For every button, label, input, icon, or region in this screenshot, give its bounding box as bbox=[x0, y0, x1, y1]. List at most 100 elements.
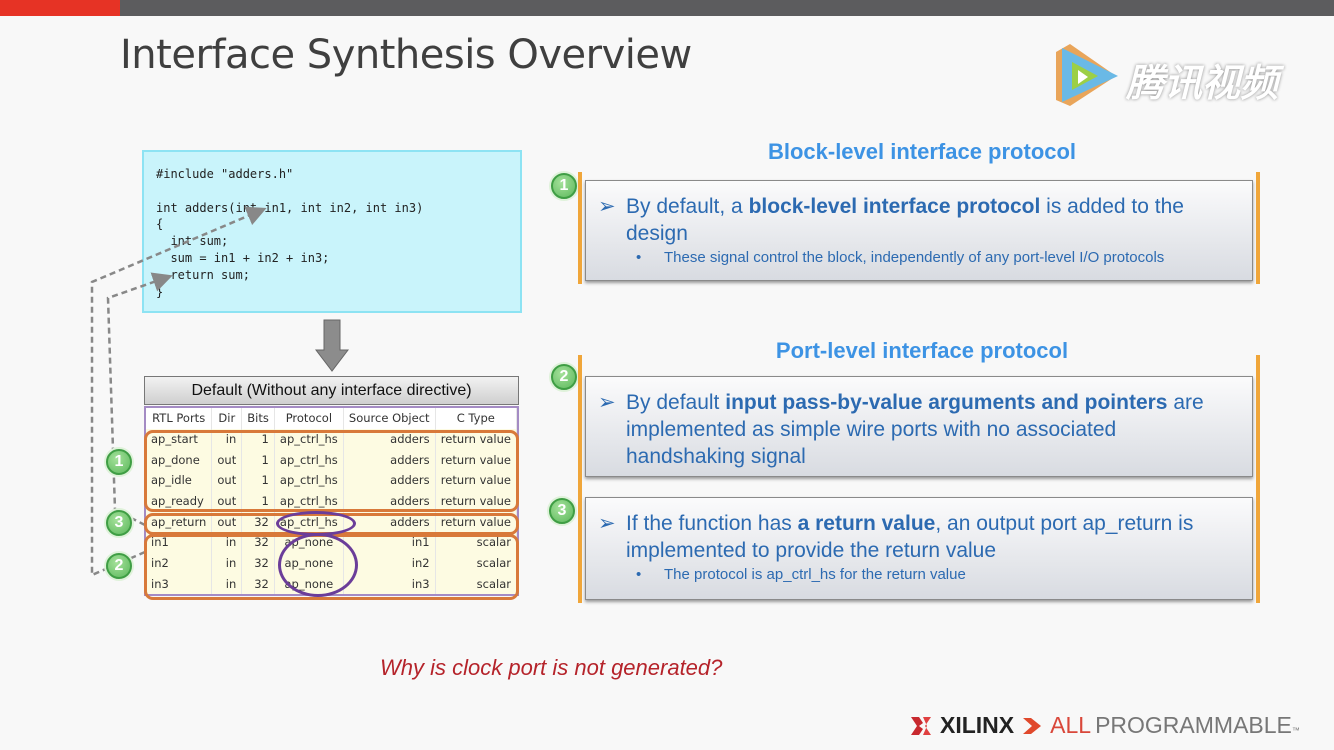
top-bar bbox=[0, 0, 1334, 16]
col-source-object: Source Object bbox=[343, 408, 436, 429]
table-cell: in2 bbox=[343, 552, 436, 574]
table-cell: out bbox=[211, 470, 243, 491]
table-cell: 32 bbox=[241, 532, 275, 553]
table-cell: in2 bbox=[146, 552, 213, 574]
col-c-type: C Type bbox=[435, 408, 518, 429]
table-cell: adders bbox=[343, 470, 436, 491]
text-bold: block-level interface protocol bbox=[748, 195, 1041, 218]
text: is added to the design bbox=[626, 195, 1184, 245]
marker-3: 3 bbox=[549, 498, 575, 524]
text: By default bbox=[626, 391, 726, 414]
table-cell: in bbox=[211, 552, 243, 574]
sub-bullet: The protocol is ap_ctrl_hs for the retur… bbox=[664, 566, 966, 583]
watermark-logo: 腾讯视频 bbox=[1048, 40, 1298, 110]
trademark: ™ bbox=[1291, 726, 1300, 735]
port-level-heading: Port-level interface protocol bbox=[775, 338, 1069, 363]
col-dir: Dir bbox=[211, 408, 243, 429]
table-cell: 32 bbox=[241, 511, 275, 533]
marker-3: 3 bbox=[106, 510, 132, 536]
table-cell: return value bbox=[435, 470, 518, 491]
port-level-box-2: ➢ If the function has a return value, an … bbox=[585, 497, 1253, 600]
text: are implemented as simple wire ports wit… bbox=[626, 391, 1204, 468]
table-cell: ap_idle bbox=[146, 470, 213, 491]
table-cell: 1 bbox=[241, 428, 275, 450]
table-cell: scalar bbox=[435, 552, 518, 574]
table-cell: return value bbox=[435, 511, 518, 533]
table-cell: ap_return bbox=[146, 511, 213, 533]
block-level-heading: Block-level interface protocol bbox=[767, 139, 1077, 164]
table-cell: ap_start bbox=[146, 428, 213, 450]
arrow-bullet-icon: ➢ bbox=[598, 195, 616, 218]
col-protocol: Protocol bbox=[274, 408, 344, 429]
col-bits: Bits bbox=[241, 408, 275, 429]
marker-2: 2 bbox=[106, 553, 132, 579]
arrow-bullet-icon: ➢ bbox=[598, 512, 616, 535]
top-bar-accent bbox=[0, 0, 120, 16]
dashed-connector-arrows bbox=[90, 206, 267, 577]
marker-2: 2 bbox=[551, 364, 577, 390]
table-header-row: RTL Ports Dir Bits Protocol Source Objec… bbox=[146, 408, 518, 429]
table-cell: return value bbox=[435, 428, 518, 450]
marker-1: 1 bbox=[551, 173, 577, 199]
table-cell: ap_ctrl_hs bbox=[274, 428, 344, 450]
group-block-level bbox=[144, 430, 519, 512]
table-cell: in1 bbox=[343, 532, 436, 553]
table-cell: adders bbox=[343, 511, 436, 533]
text-bold: input pass-by-value arguments and pointe… bbox=[725, 391, 1168, 414]
chevron-icon bbox=[1023, 717, 1042, 734]
watermark-text: 腾讯视频 bbox=[1126, 63, 1279, 105]
xilinx-footer-logo: XILINX ALL PROGRAMMABLE ™ bbox=[910, 712, 1300, 739]
text: , an output port ap_return is implemente… bbox=[626, 512, 1194, 562]
table-cell: in bbox=[211, 573, 243, 595]
table-cell: in1 bbox=[146, 532, 213, 553]
table-cell: ap_ready bbox=[146, 490, 213, 512]
table-cell: ap_ctrl_hs bbox=[274, 449, 344, 471]
play-icon bbox=[1056, 44, 1118, 106]
down-arrow-icon bbox=[315, 319, 349, 372]
port-level-box-1: ➢ By default input pass-by-value argument… bbox=[585, 376, 1253, 477]
bullet-icon: • bbox=[636, 249, 642, 266]
table-cell: scalar bbox=[435, 532, 518, 553]
table-cell: adders bbox=[343, 490, 436, 512]
table-caption: Default (Without any interface directive… bbox=[144, 376, 519, 405]
block-level-box: ➢ By default, a block-level interface pro… bbox=[585, 180, 1253, 281]
xilinx-logo-icon bbox=[911, 716, 931, 735]
text: By default, a bbox=[626, 195, 749, 218]
table-cell: 32 bbox=[241, 552, 275, 574]
col-rtl-ports: RTL Ports bbox=[146, 408, 213, 429]
table-cell: in3 bbox=[146, 573, 213, 595]
table-cell: out bbox=[211, 511, 243, 533]
text-bold: a return value bbox=[797, 512, 936, 535]
table-cell: scalar bbox=[435, 573, 518, 595]
question-text: Why is clock port is not generated? bbox=[380, 655, 723, 680]
brand-name: XILINX bbox=[940, 712, 1015, 738]
slide-title: Interface Synthesis Overview bbox=[120, 32, 692, 78]
table-cell: in bbox=[211, 532, 243, 553]
table-cell: out bbox=[211, 449, 243, 471]
table-cell: in bbox=[211, 428, 243, 450]
code-block: #include "adders.h" int adders(int in1, … bbox=[142, 150, 522, 313]
table-cell: out bbox=[211, 490, 243, 512]
table-cell: return value bbox=[435, 449, 518, 471]
table-cell: ap_ctrl_hs bbox=[274, 490, 344, 512]
block-level-frame bbox=[578, 172, 1260, 284]
table-cell: adders bbox=[343, 428, 436, 450]
table-cell: 32 bbox=[241, 573, 275, 595]
table-cell: 1 bbox=[241, 470, 275, 491]
port-level-frame bbox=[578, 355, 1260, 603]
tagline-programmable: PROGRAMMABLE bbox=[1095, 712, 1292, 738]
highlight-ellipse-input-protocol bbox=[278, 533, 358, 597]
text: If the function has bbox=[626, 512, 798, 535]
table-cell: ap_ctrl_hs bbox=[274, 470, 344, 491]
tagline-all: ALL bbox=[1050, 712, 1092, 738]
marker-1: 1 bbox=[106, 449, 132, 475]
table-cell: 1 bbox=[241, 490, 275, 512]
table-cell: 1 bbox=[241, 449, 275, 471]
arrow-bullet-icon: ➢ bbox=[598, 391, 616, 414]
table-cell: ap_done bbox=[146, 449, 213, 471]
table-cell: in3 bbox=[343, 573, 436, 595]
table-cell: adders bbox=[343, 449, 436, 471]
